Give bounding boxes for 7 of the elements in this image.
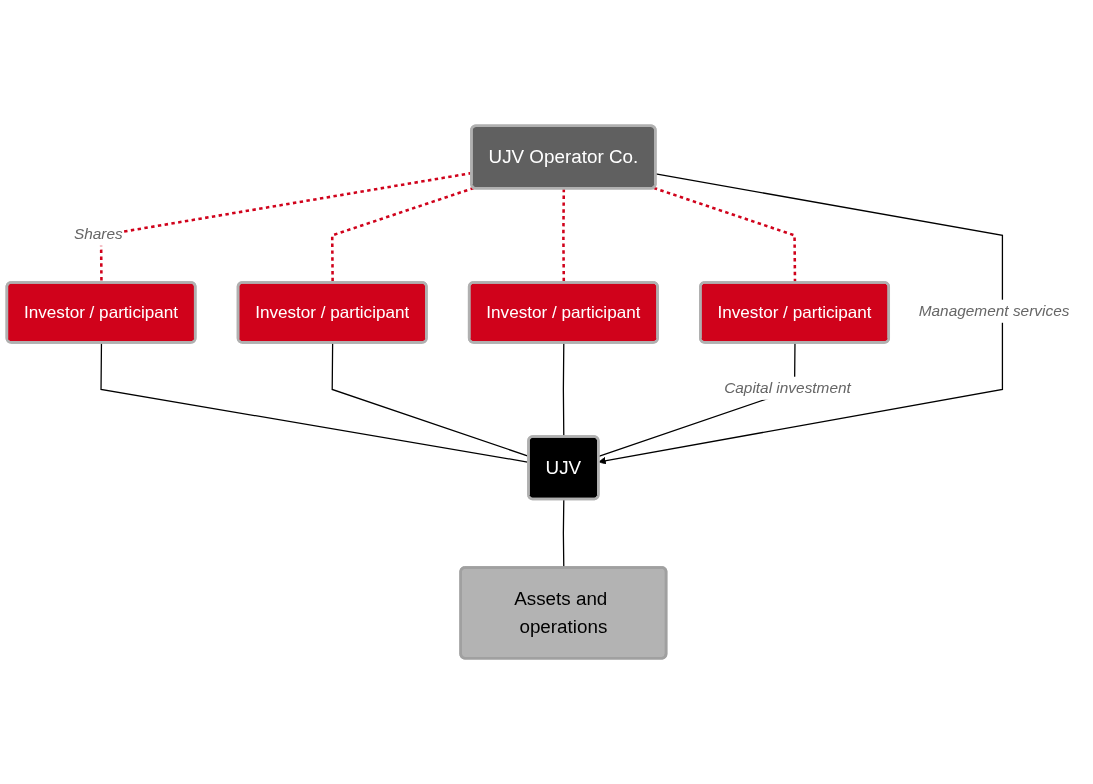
connector bbox=[653, 186, 797, 283]
connector bbox=[330, 186, 475, 283]
connector bbox=[562, 188, 566, 283]
connector bbox=[99, 171, 473, 283]
edge-label: Capital investment bbox=[724, 379, 851, 397]
edge-label: Management services bbox=[918, 302, 1070, 320]
edge-label: Shares bbox=[73, 225, 123, 243]
